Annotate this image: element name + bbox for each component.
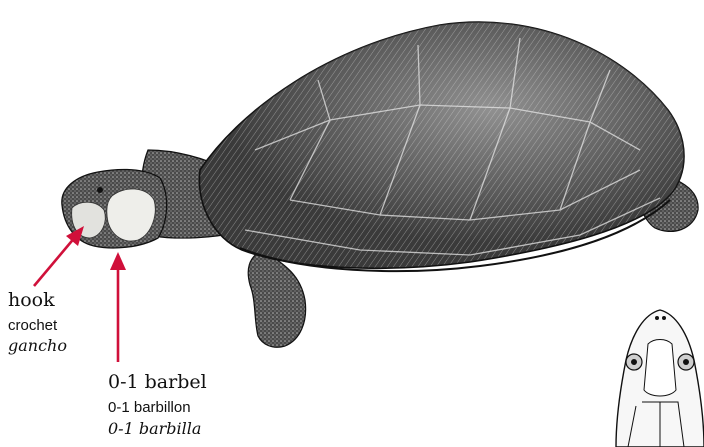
hook-label-fr: crochet: [8, 317, 57, 334]
barbel-label-fr: 0-1 barbillon: [108, 399, 191, 416]
turtle-illustration: [62, 22, 698, 347]
front-leg: [248, 250, 305, 347]
inset-right-pupil: [683, 359, 689, 365]
head-top-view-inset: [616, 310, 704, 447]
inset-left-pupil: [631, 359, 637, 365]
inset-crown-scale: [644, 340, 676, 397]
barbel-label-en: 0-1 barbel: [108, 372, 207, 394]
hook-label-es: gancho: [8, 337, 67, 355]
eye: [97, 187, 103, 193]
barbel-label-es: 0-1 barbilla: [108, 420, 201, 438]
barbel-arrowhead: [110, 252, 126, 270]
inset-nostril-left: [655, 316, 659, 320]
hook-label-en: hook: [8, 290, 55, 312]
inset-nostril-right: [662, 316, 666, 320]
hook-arrow-line: [34, 236, 76, 286]
